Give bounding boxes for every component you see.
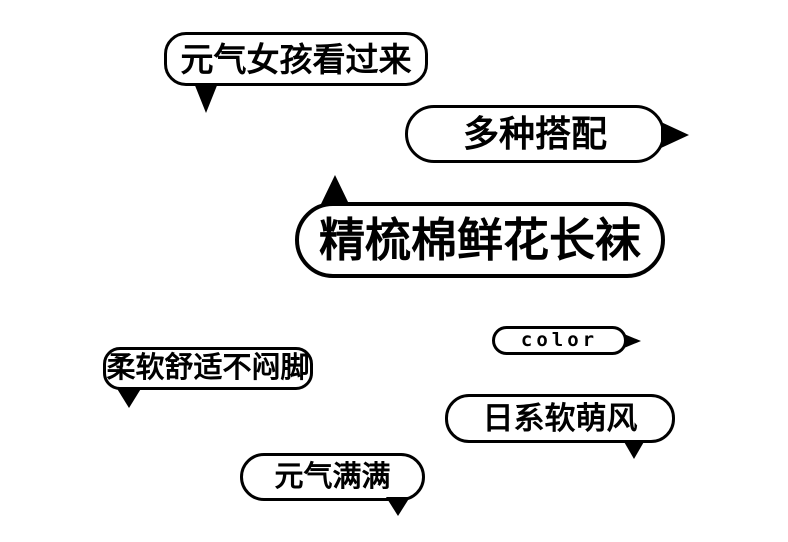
product-title-text: 精梳棉鲜花长袜 <box>319 214 641 266</box>
tail-down-icon <box>623 440 645 459</box>
greeting-text: 元气女孩看过来 <box>180 40 412 78</box>
tail-right-icon <box>624 334 641 348</box>
speech-bubble-soft-comfy: 柔软舒适不闷脚 <box>103 347 313 408</box>
speech-bubble-versatile: 多种搭配 <box>405 105 689 163</box>
speech-bubble-energetic: 元气满满 <box>240 453 425 516</box>
tail-down-icon <box>116 387 142 408</box>
tail-right-icon <box>661 122 689 148</box>
tail-down-icon <box>386 497 410 516</box>
japanese-style-text: 日系软萌风 <box>482 401 638 436</box>
versatile-text: 多种搭配 <box>462 113 607 154</box>
tail-down-icon <box>194 83 218 113</box>
speech-bubble-greeting: 元气女孩看过来 <box>164 32 428 113</box>
speech-bubble-japanese-style: 日系软萌风 <box>445 394 675 459</box>
energetic-text: 元气满满 <box>274 460 391 493</box>
tail-up-icon <box>321 175 349 204</box>
speech-bubble-color-label: color <box>492 326 641 355</box>
color-label-text: color <box>520 329 599 351</box>
soft-comfy-text: 柔软舒适不闷脚 <box>106 352 310 384</box>
speech-bubble-product-title: 精梳棉鲜花长袜 <box>295 175 665 278</box>
